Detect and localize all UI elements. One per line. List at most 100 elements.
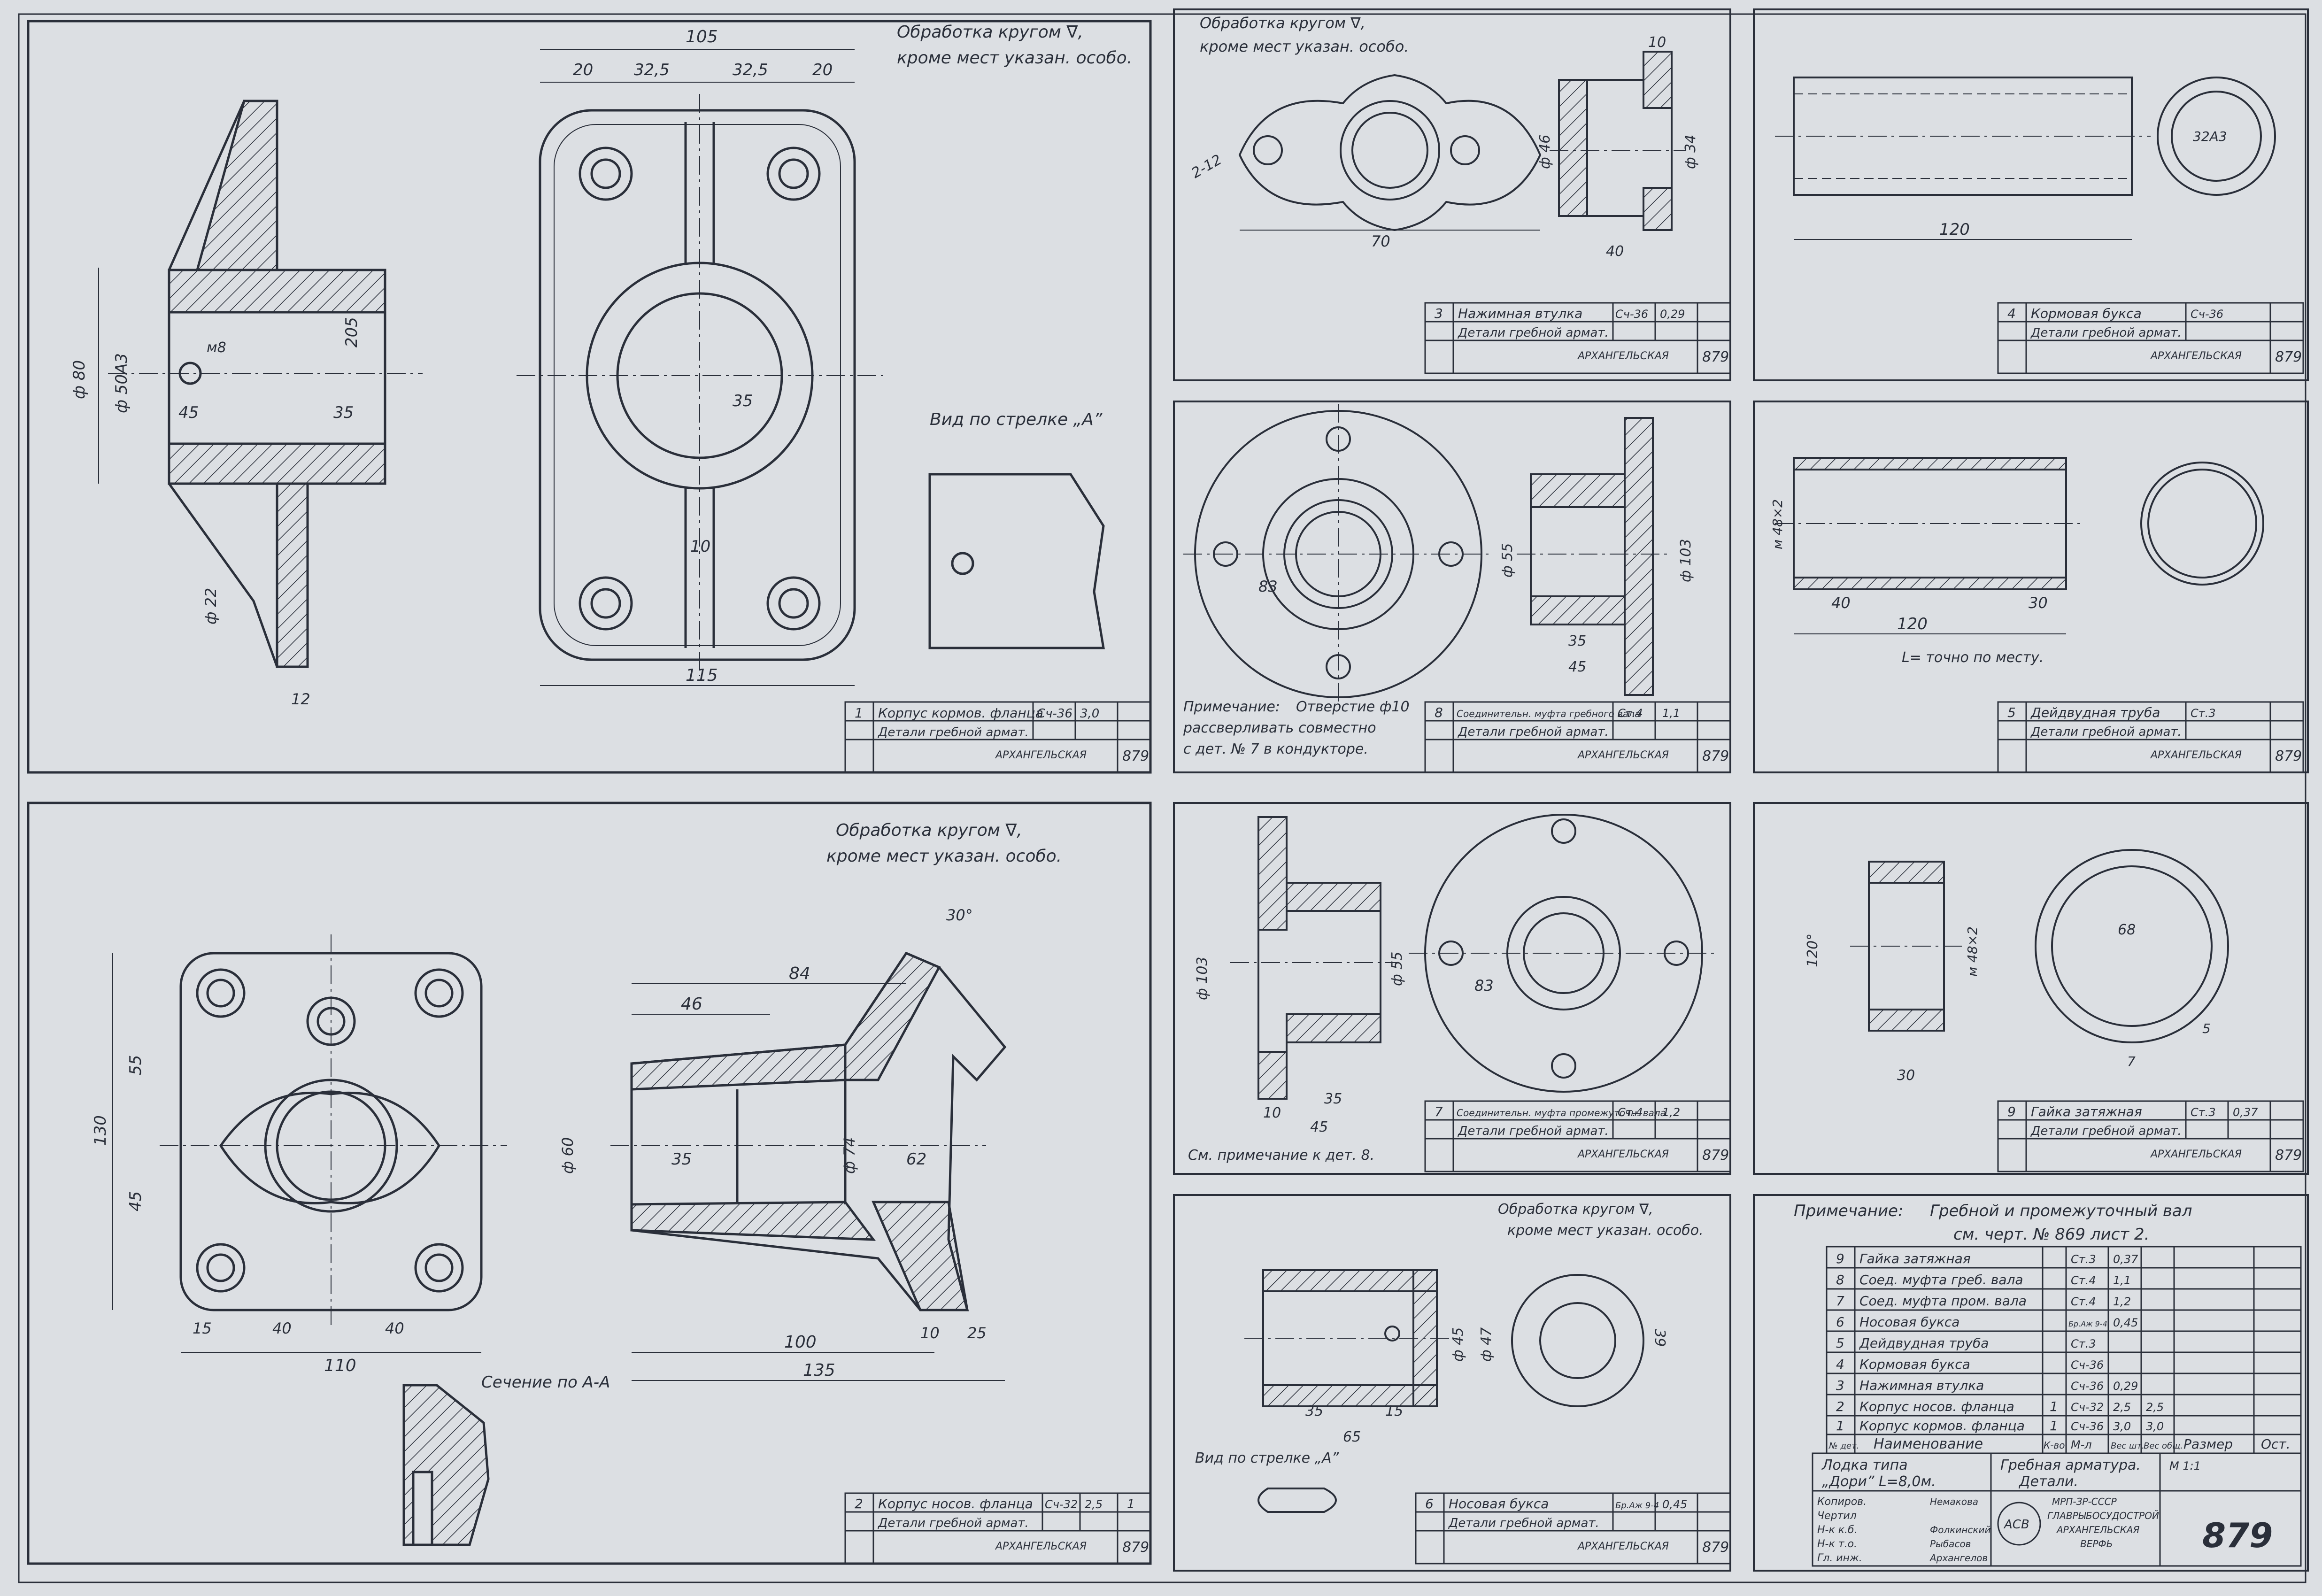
dim-5: 5 xyxy=(2202,1021,2211,1036)
stamp-3-group: Детали гребной армат. xyxy=(1458,326,1609,340)
ministry-4: ВЕРФЬ xyxy=(2080,1538,2113,1550)
spec-header-name: Наименование xyxy=(1874,1436,1983,1452)
dim-74: ф 74 xyxy=(841,1137,858,1174)
dim-35: 35 xyxy=(1324,1091,1342,1107)
dim-205: 205 xyxy=(342,317,361,347)
ministry-3: АРХАНГЕЛЬСКАЯ xyxy=(2056,1524,2140,1535)
dim-80: ф 80 xyxy=(70,360,89,399)
dim-10: 10 xyxy=(690,537,710,556)
note-machining-p6: Обработка кругом ∇, xyxy=(1498,1201,1653,1218)
stamp-9-org: АРХАНГЕЛЬСКАЯ xyxy=(2150,1149,2242,1160)
title-boat-2: „Дори” L=8,0м. xyxy=(1822,1473,1936,1490)
spec-row-material: Сч-32 xyxy=(2071,1401,2104,1414)
stamp-8-group: Детали гребной армат. xyxy=(1458,725,1609,739)
view-a-label: Вид по стрелке „А” xyxy=(930,410,1103,429)
dim-103: ф 103 xyxy=(1194,957,1211,1000)
dim-45: 45 xyxy=(1310,1119,1328,1135)
stamp-1-number: 879 xyxy=(1122,748,1149,764)
table-row: 5 Дейдвудная труба Ст.3 xyxy=(1836,1335,2096,1351)
title-boat-1: Лодка типа xyxy=(1821,1457,1908,1473)
stamp-7-name: Соединительн. муфта промежуточн. вала xyxy=(1457,1107,1666,1118)
note-det8-2: рассверливать совместно xyxy=(1183,720,1376,736)
dim-60: ф 60 xyxy=(559,1137,577,1174)
signer-3: Рыбасов xyxy=(1930,1538,1971,1550)
dim-20b: 20 xyxy=(812,61,833,79)
dim-130: 130 xyxy=(91,1115,110,1146)
spec-row-no: 5 xyxy=(1836,1335,1844,1351)
stamp-7-group: Детали гребной армат. xyxy=(1458,1124,1609,1138)
stamp-7-no: 7 xyxy=(1435,1104,1443,1119)
stamp-8-number: 879 xyxy=(1702,748,1729,764)
spec-header-material: М-л xyxy=(2071,1438,2092,1451)
stamp-1-weight: 3,0 xyxy=(1080,707,1099,721)
spec-row-material: Ст.4 xyxy=(2071,1274,2096,1287)
stamp-7-number: 879 xyxy=(1702,1147,1729,1164)
stamp-2-number: 879 xyxy=(1122,1539,1149,1556)
sheet-number: 879 xyxy=(2202,1516,2273,1555)
shaft-note-heading: Примечание: xyxy=(1794,1202,1903,1220)
dim-105: 105 xyxy=(686,27,718,46)
dim-55: ф 55 xyxy=(1499,543,1516,578)
dim-46: ф 46 xyxy=(1537,135,1553,169)
spec-row-weight-total: 2,5 xyxy=(2146,1401,2164,1414)
dim-20a: 20 xyxy=(573,61,593,79)
note-machining-2: кроме мест указан. особо. xyxy=(897,48,1132,68)
role-copy: Копиров. xyxy=(1817,1496,1867,1508)
stamp-7-material: Ст.4 xyxy=(1618,1106,1643,1119)
table-row: 4 Кормовая букса Сч-36 xyxy=(1836,1357,2104,1372)
stamp-detail-7: 7 Соединительн. муфта промежуточн. вала … xyxy=(1424,1100,1731,1172)
dim-10: 10 xyxy=(1648,34,1666,51)
spec-row-material: Ст.4 xyxy=(2071,1295,2096,1308)
section-aa-label: Сечение по А-А xyxy=(481,1373,610,1392)
panel-detail-2: Обработка кругом ∇, кроме мест указан. о… xyxy=(27,802,1152,1565)
stamp-3-org: АРХАНГЕЛЬСКАЯ xyxy=(1577,350,1669,362)
dim-83: 83 xyxy=(1258,578,1278,595)
dim-325a: 32,5 xyxy=(634,61,670,79)
stamp-6-material: Бр.Аж 9-4 xyxy=(1615,1501,1659,1511)
role-chief: Гл. инж. xyxy=(1817,1552,1862,1564)
stamp-4-group: Детали гребной армат. xyxy=(2030,326,2182,340)
stamp-9-group: Детали гребной армат. xyxy=(2030,1124,2182,1138)
stamp-6-group: Детали гребной армат. xyxy=(1448,1516,1599,1530)
dim-25: 25 xyxy=(967,1324,987,1342)
signer-2: Фолкинский xyxy=(1930,1524,1990,1535)
dim-34: ф 34 xyxy=(1682,135,1699,169)
dim-10: 10 xyxy=(1263,1105,1281,1121)
stamp-5-name: Дейдвудная труба xyxy=(2030,705,2160,720)
stamp-detail-9: 9 Гайка затяжная Ст.3 0,37 Детали гребно… xyxy=(1997,1100,2304,1172)
panel-detail-8: 83 ф 55 ф 103 35 45 Примечание: Отверсти… xyxy=(1173,401,1731,773)
stamp-5-material: Ст.3 xyxy=(2191,707,2216,720)
spec-row-weight: 0,29 xyxy=(2113,1380,2138,1393)
spec-row-weight: 3,0 xyxy=(2113,1420,2131,1433)
note-machining: Обработка кругом ∇, xyxy=(897,23,1083,42)
spec-row-name: Корпус кормов. фланца xyxy=(1859,1418,2025,1434)
dim-110: 110 xyxy=(324,1356,356,1375)
spec-row-material: Сч-36 xyxy=(2071,1420,2104,1433)
shaft-note-1: Гребной и промежуточный вал xyxy=(1930,1202,2192,1220)
stamp-8-no: 8 xyxy=(1435,705,1443,720)
spec-row-no: 2 xyxy=(1836,1399,1844,1414)
spec-row-name: Соед. муфта пром. вала xyxy=(1859,1293,2027,1309)
dim-45: 45 xyxy=(126,1191,145,1211)
stamp-9-name: Гайка затяжная xyxy=(2031,1104,2142,1119)
spec-row-material: Ст.3 xyxy=(2071,1337,2096,1350)
spec-header-no: № дет. xyxy=(1828,1441,1859,1451)
stamp-6-no: 6 xyxy=(1425,1496,1434,1511)
signer-4: Архангелов xyxy=(1929,1552,1988,1564)
spec-row-qty: 1 xyxy=(2050,1399,2058,1414)
dim-m48: м 48×2 xyxy=(1965,926,1980,977)
table-row: 3 Нажимная втулка Сч-36 0,29 xyxy=(1836,1378,2138,1393)
stamp-4-material: Сч-36 xyxy=(2191,308,2223,321)
stamp-4-no: 4 xyxy=(2007,306,2016,321)
dim-70: 70 xyxy=(1371,232,1390,250)
spec-row-material: Ст.3 xyxy=(2071,1253,2096,1266)
stamp-detail-6: 6 Носовая букса Бр.Аж 9-4 0,45 Детали гр… xyxy=(1415,1492,1731,1565)
spec-row-name: Соед. муфта греб. вала xyxy=(1859,1272,2023,1288)
dim-50: ф 50А3 xyxy=(112,353,131,413)
role-to: Н-к т.о. xyxy=(1817,1538,1857,1550)
spec-row-no: 7 xyxy=(1836,1293,1844,1309)
dim-m48: м 48×2 xyxy=(1770,499,1785,549)
stamp-2-qty: 1 xyxy=(1127,1497,1135,1511)
table-row: 7 Соед. муфта пром. вала Ст.4 1,2 xyxy=(1836,1293,2131,1309)
stamp-detail-4: 4 Кормовая букса Сч-36 Детали гребной ар… xyxy=(1997,302,2304,374)
